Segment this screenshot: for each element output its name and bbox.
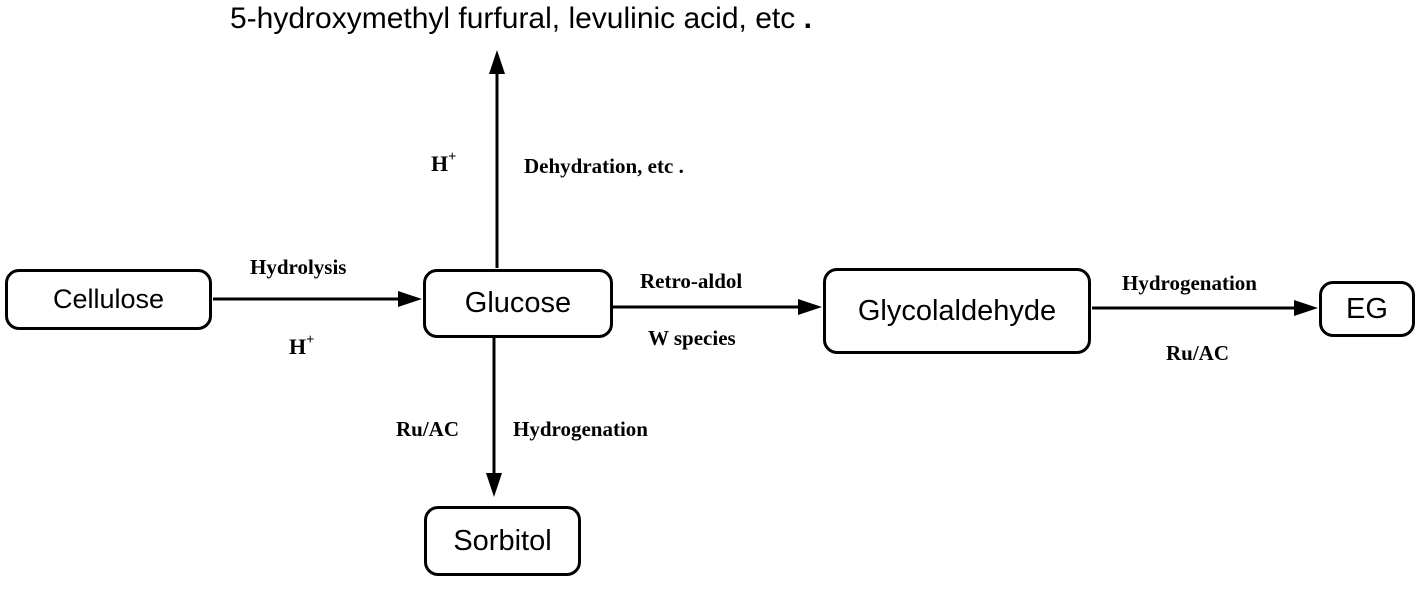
node-eg-label: EG: [1346, 292, 1388, 325]
arrowhead-hydrolysis: [398, 291, 422, 307]
arrowhead-retro-aldol: [798, 299, 822, 315]
node-glycolaldehyde-label: Glycolaldehyde: [857, 294, 1057, 327]
node-cellulose-label: Cellulose: [52, 284, 165, 314]
label-ru-ac-sorbitol: Ru/AC: [396, 417, 460, 441]
label-dehydration: Dehydration, etc .: [524, 156, 684, 177]
node-cellulose: Cellulose: [5, 269, 212, 330]
label-hydrogenation-eg: Hydrogenation: [1122, 271, 1257, 295]
top-product-label: 5-hydroxymethyl furfural, levulinic acid…: [230, 4, 812, 34]
top-product-dot: .: [803, 2, 812, 35]
label-dehydration-acid-base: H: [431, 151, 449, 176]
arrowhead-dehydration: [489, 50, 505, 74]
label-hydrolysis: Hydrolysis: [250, 255, 347, 279]
label-hydrogenation-sorbitol: Hydrogenation: [513, 417, 648, 441]
label-hydrolysis-acid-base: H: [289, 334, 307, 359]
arrowhead-hydrogenation-sorbitol: [486, 473, 502, 497]
node-sorbitol-label: Sorbitol: [453, 524, 552, 557]
label-dehydration-acid-sup: +: [448, 149, 457, 165]
label-dehydration-text: Dehydration, etc: [524, 154, 674, 178]
label-ru-ac-eg: Ru/AC: [1166, 341, 1230, 365]
label-hydrolysis-acid-sup: +: [306, 332, 315, 348]
label-hydrolysis-acid: H+: [289, 333, 314, 358]
arrowhead-hydrogenation-eg: [1294, 300, 1318, 316]
node-glucose-label: Glucose: [464, 287, 572, 319]
label-dehydration-acid: H+: [431, 150, 456, 175]
node-glucose: Glucose: [423, 269, 613, 338]
node-glycolaldehyde: Glycolaldehyde: [823, 268, 1091, 354]
top-product-text: 5-hydroxymethyl furfural, levulinic acid…: [230, 2, 796, 35]
node-sorbitol: Sorbitol: [424, 506, 581, 576]
label-retro-aldol: Retro-aldol: [640, 269, 743, 293]
label-dehydration-dot: .: [678, 154, 684, 178]
node-eg: EG: [1319, 281, 1415, 337]
label-w-species: W species: [648, 326, 736, 350]
